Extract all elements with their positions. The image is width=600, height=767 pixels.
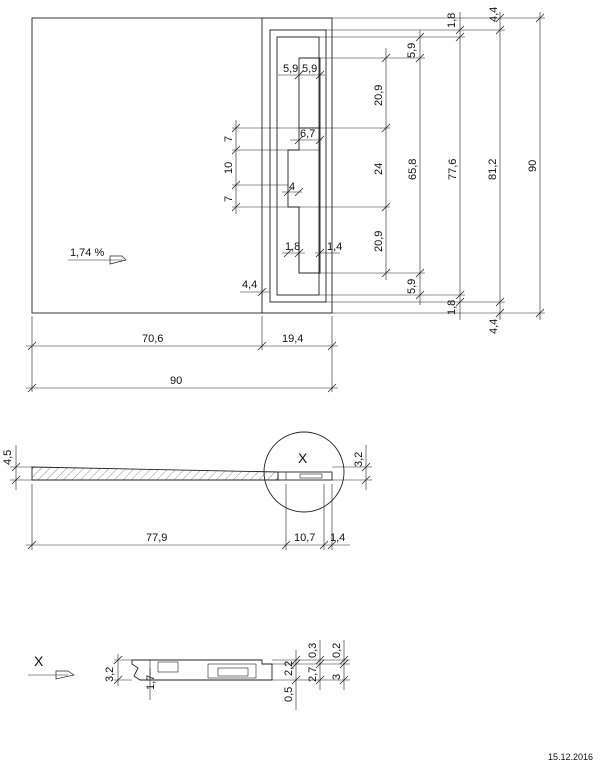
dim-4-4-top: 4,4 — [488, 7, 500, 22]
dim-5-9-a: 5,9 — [283, 63, 298, 75]
slope-label: 1,74 % — [70, 247, 104, 259]
dim-7-bottom: 7 — [223, 196, 235, 202]
detail-view-label: X — [34, 653, 44, 669]
dim-77-6: 77,6 — [447, 159, 459, 180]
inner-ticks — [231, 70, 325, 297]
dim-1-8-bottom: 1,8 — [446, 300, 458, 315]
detail-slot-b — [207, 663, 257, 679]
dim-20-9-bottom: 20,9 — [373, 231, 385, 252]
dim-90-v: 90 — [527, 160, 539, 172]
dim-70-6: 70,6 — [142, 333, 163, 345]
dim-5-9-top: 5,9 — [406, 43, 418, 58]
dim-6-7: 6,7 — [300, 128, 315, 140]
dim-1-7: 1,7 — [145, 675, 157, 690]
detail-circle-x — [263, 431, 345, 513]
dim-90-h: 90 — [170, 375, 182, 387]
plan-view: 1,74 % 70,6 19,4 90 — [26, 7, 545, 393]
section-drain — [277, 471, 333, 481]
section-profile — [31, 466, 279, 481]
dim-10: 10 — [223, 162, 235, 174]
right-ext-lines — [262, 12, 545, 320]
dim-65-8: 65,8 — [407, 159, 419, 180]
detail-profile — [131, 659, 273, 681]
dim-10-7: 10,7 — [294, 532, 315, 544]
dim-3-2-detail: 3,2 — [104, 667, 116, 682]
inner-dim-lines — [232, 74, 340, 293]
detail-x-view: X 3,2 1,7 0,5 2 — [28, 640, 350, 710]
detail-ticks — [113, 655, 349, 685]
detail-slot-a — [157, 661, 179, 673]
detail-circle-label: X — [298, 450, 308, 466]
section-drain-slot — [299, 473, 323, 479]
dim-19-4: 19,4 — [282, 333, 303, 345]
dim-0-2: 0,2 — [331, 643, 343, 658]
dim-ticks — [27, 341, 337, 393]
dim-1-4-section: 1,4 — [330, 532, 345, 544]
dim-3-2-section: 3,2 — [353, 452, 365, 467]
section-dim-lines — [10, 445, 372, 550]
dim-20-9-top: 20,9 — [373, 85, 385, 106]
dim-1-8-inner: 1,8 — [285, 241, 300, 253]
detail-slot-inner — [217, 667, 249, 677]
dim-5-9-b: 5,9 — [302, 63, 317, 75]
dim-1-4-inner: 1,4 — [327, 241, 342, 253]
dim-1-8-top: 1,8 — [446, 13, 458, 28]
right-ticks — [381, 13, 545, 318]
dim-0-5: 0,5 — [283, 687, 295, 702]
drawing-date: 15.12.2016 — [548, 752, 593, 762]
dim-24: 24 — [373, 163, 385, 175]
section-ticks — [11, 462, 371, 550]
section-view: X 4,5 77,9 10,7 1,4 3,2 — [2, 431, 372, 550]
slope-arrow-head — [109, 255, 127, 265]
dim-7-top: 7 — [223, 136, 235, 142]
tray-outline — [31, 17, 333, 314]
dim-2-2: 2,2 — [283, 661, 295, 676]
dim-4: 4 — [289, 181, 295, 193]
dim-77-9: 77,9 — [146, 532, 167, 544]
dim-3-detail: 3 — [331, 674, 343, 680]
dim-4-5: 4,5 — [2, 450, 14, 465]
dim-4-4-inner: 4,4 — [242, 279, 257, 291]
dim-2-7: 2,7 — [307, 667, 319, 682]
dim-0-3: 0,3 — [307, 643, 319, 658]
dim-4-4-bottom: 4,4 — [488, 319, 500, 334]
dim-81-2: 81,2 — [487, 159, 499, 180]
dim-5-9-bottom: 5,9 — [406, 279, 418, 294]
view-arrow-head — [55, 670, 75, 680]
